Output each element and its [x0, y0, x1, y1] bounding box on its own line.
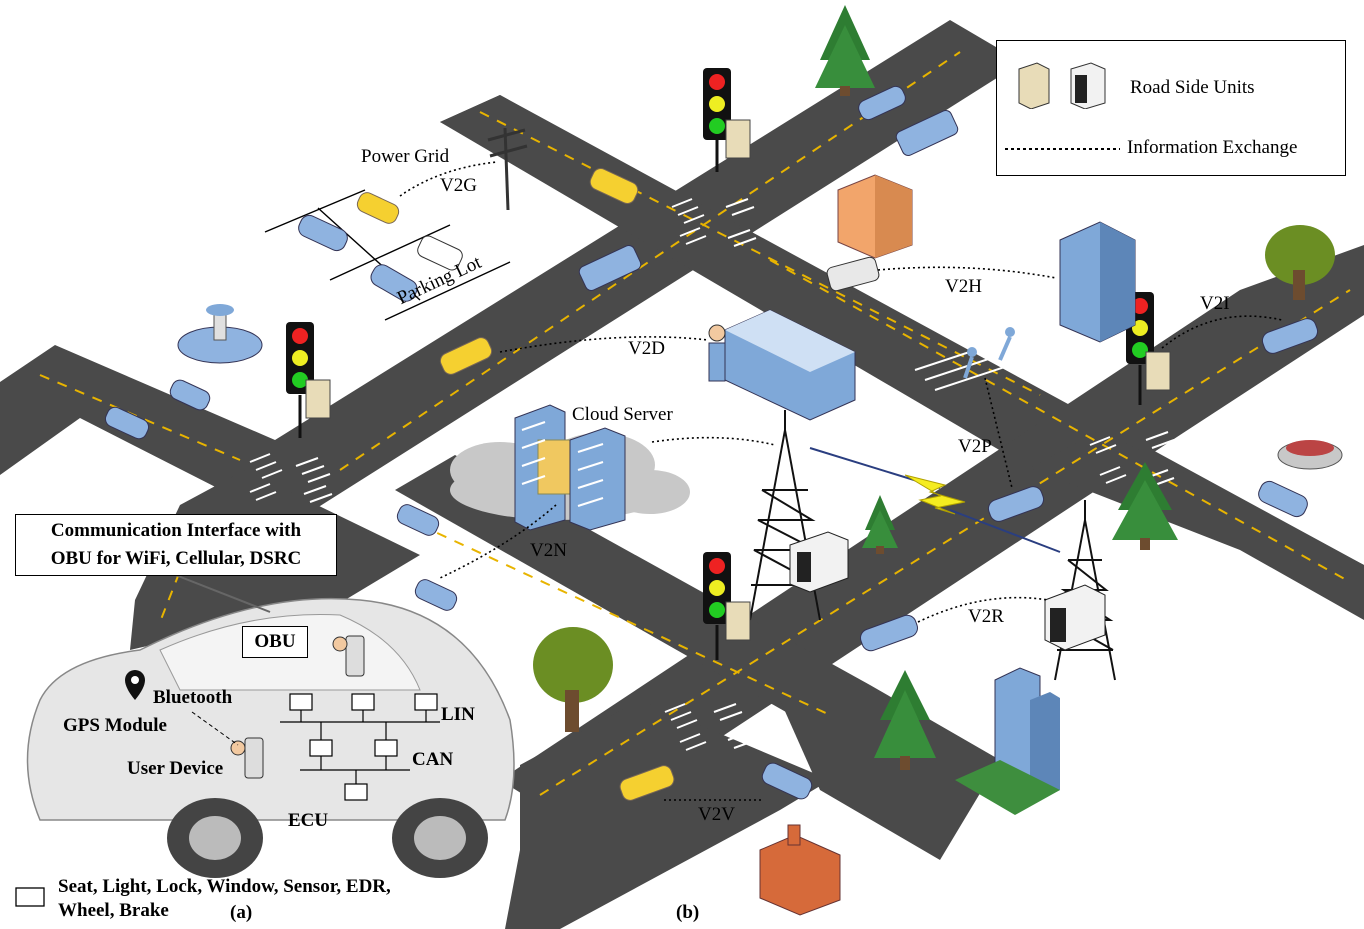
skyscraper-icon — [955, 667, 1060, 815]
link-v2p — [984, 377, 1013, 489]
car-left-2 — [104, 406, 150, 440]
road-upper-main — [0, 20, 1018, 525]
road-right-main — [500, 245, 1364, 830]
car-parking-empty — [417, 235, 463, 271]
legend: Road Side Units Information Exchange — [996, 40, 1346, 176]
link-lines — [399, 161, 1283, 801]
taxi-v2v — [619, 765, 675, 801]
label-v2v: V2V — [698, 804, 735, 825]
car-v2v — [761, 762, 813, 800]
link-v2d — [499, 336, 709, 353]
ecu-legend-line2: Wheel, Brake — [58, 900, 169, 921]
label-v2h: V2H — [945, 276, 982, 297]
link-v2h — [877, 266, 1057, 279]
traffic-light-top — [703, 68, 751, 172]
school-building-icon — [759, 824, 841, 916]
taxi-top — [589, 168, 639, 204]
oak-tree-bottom-icon — [533, 627, 613, 732]
stadium-icon — [1277, 440, 1343, 470]
person-v2p-icon — [963, 327, 1015, 379]
traffic-light-bottom — [703, 552, 751, 660]
link-v2r — [917, 596, 1049, 623]
person-v2d-icon — [708, 324, 726, 382]
vehicle-cutaway — [26, 564, 515, 878]
legend-dotted-line — [1005, 148, 1120, 150]
caption-a: (a) — [230, 902, 253, 923]
oak-tree-right-icon — [1265, 225, 1335, 300]
label-v2p: V2P — [958, 436, 992, 457]
cloud-server-icon — [514, 404, 626, 531]
wireless-link — [809, 447, 1061, 553]
tree-right-icon — [1112, 462, 1178, 550]
road-bottom-right — [780, 685, 1000, 860]
obu-label: OBU — [254, 631, 296, 652]
label-v2i: V2I — [1200, 293, 1230, 314]
legend-rsu-label: Road Side Units — [1130, 77, 1255, 98]
link-cloud — [651, 436, 776, 446]
tower-rsu-box-right — [1044, 584, 1106, 651]
traffic-light-left — [286, 322, 331, 438]
label-cloud-server: Cloud Server — [572, 404, 673, 425]
car-right — [1258, 480, 1308, 518]
car-v2h — [826, 256, 880, 292]
comm-interface-box: Communication Interface with OBU for WiF… — [15, 514, 337, 576]
user-device-icon — [244, 737, 264, 779]
airport-tower-icon — [177, 304, 263, 364]
label-v2r: V2R — [968, 606, 1004, 627]
label-power-grid: Power Grid — [361, 146, 450, 167]
ecu-legend-line1: Seat, Light, Lock, Window, Sensor, EDR, — [58, 876, 391, 897]
label-bluetooth: Bluetooth — [153, 687, 233, 708]
ecu-legend-symbol — [15, 887, 45, 907]
car-v2p — [987, 486, 1045, 522]
apartment-building-icon — [837, 174, 913, 259]
comm-interface-line1: Communication Interface with — [50, 520, 302, 541]
car-center-1 — [396, 504, 440, 536]
label-ecu: ECU — [288, 810, 329, 831]
label-v2d: V2D — [628, 338, 665, 359]
store-building-icon — [724, 309, 856, 421]
road-center-diagonal — [395, 455, 870, 720]
road-east — [1030, 430, 1364, 620]
label-gps: GPS Module — [63, 715, 167, 736]
lane-markings — [39, 51, 1351, 796]
bus-left — [578, 245, 642, 291]
gps-pin-icon — [125, 670, 145, 700]
road-network — [0, 20, 1364, 929]
label-lin: LIN — [441, 704, 475, 725]
tree-center-icon — [862, 495, 898, 554]
car-top-right — [858, 85, 906, 121]
tree-top-icon — [815, 5, 875, 96]
obu-box: OBU — [242, 626, 308, 658]
car-v2n — [414, 579, 458, 611]
label-user-device: User Device — [127, 758, 224, 779]
link-v2g — [399, 161, 498, 197]
legend-exchange-label: Information Exchange — [1127, 137, 1298, 158]
label-can: CAN — [412, 749, 454, 770]
vehicles — [104, 85, 1319, 801]
road-bottom — [505, 700, 830, 929]
car-parking-1 — [298, 214, 348, 252]
car-parking-2 — [370, 264, 418, 302]
tree-lower-right-icon — [874, 670, 936, 770]
taxi-v2d — [439, 337, 493, 375]
office-tower-icon — [1059, 221, 1136, 343]
comm-interface-line2: OBU for WiFi, Cellular, DSRC — [50, 548, 302, 569]
caption-b: (b) — [676, 902, 700, 923]
car-left-1 — [169, 379, 211, 411]
bus-top-right — [895, 110, 959, 156]
taxi-parking — [356, 192, 400, 224]
link-v2n — [439, 504, 557, 579]
tower-rsu-box-center — [789, 531, 849, 593]
car-v2i — [1261, 318, 1319, 354]
rsu-legend-icons — [1018, 62, 1106, 109]
label-v2g: V2G — [440, 175, 477, 196]
car-v2r — [860, 614, 918, 652]
power-pole-icon — [487, 127, 528, 211]
crosswalks — [249, 198, 1175, 751]
label-v2n: V2N — [530, 540, 567, 561]
